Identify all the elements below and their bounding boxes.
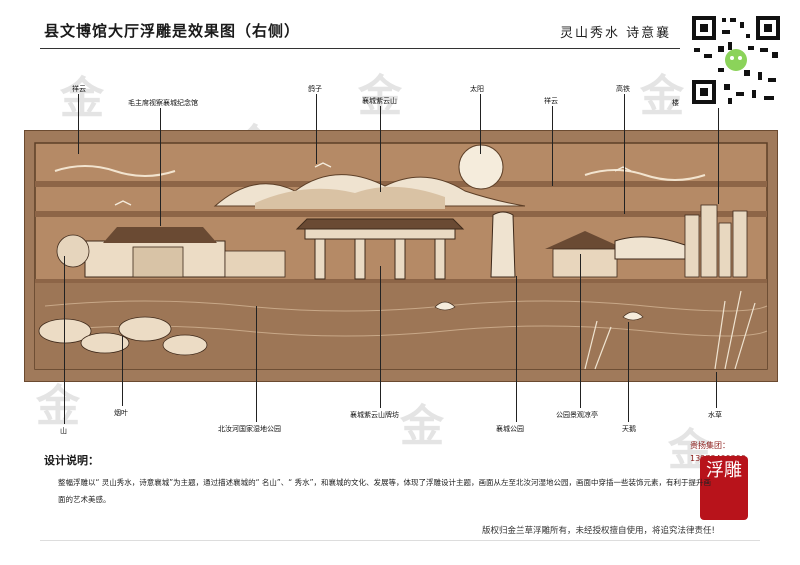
- leader-line: [516, 276, 517, 422]
- label-gaotie: 高铁: [616, 85, 630, 93]
- label-gezi: 鸽子: [308, 85, 322, 93]
- leader-line: [580, 254, 581, 408]
- contact-label: 贵扬集团：: [690, 441, 730, 450]
- leader-line: [78, 94, 79, 154]
- qr-code-icon: [688, 12, 784, 108]
- leader-line: [552, 106, 553, 186]
- design-heading: 设计说明：: [44, 454, 99, 467]
- page-title: 县文博馆大厅浮雕是效果图（右侧）: [44, 22, 301, 40]
- label-ziyunshan: 襄城紫云山: [362, 97, 397, 105]
- header-divider: [40, 48, 680, 49]
- watermark: 金: [36, 381, 80, 432]
- leader-line: [628, 322, 629, 422]
- label-xiangyun-left: 祥云: [72, 85, 86, 93]
- leader-line: [160, 108, 161, 226]
- label-wetland: 北汝河国家湿地公园: [218, 425, 281, 433]
- design-body: 整幅浮雕以“ 灵山秀水，诗意襄城”为主题，通过描述襄城的“ 名山”、“ 秀水”，…: [58, 478, 711, 504]
- leader-line: [624, 94, 625, 214]
- label-memorial: 毛主席视察襄城纪念馆: [128, 99, 198, 107]
- leader-line: [64, 256, 65, 424]
- label-liangting: 公园景观凉亭: [556, 411, 598, 419]
- leader-line: [480, 94, 481, 154]
- label-paifang: 襄城紫云山牌坊: [350, 411, 399, 419]
- label-xiangyun-right: 祥云: [544, 97, 558, 105]
- watermark: 金: [400, 401, 444, 452]
- label-gongyuan: 襄城公园: [496, 425, 524, 433]
- label-shan: 山: [60, 427, 67, 435]
- leader-line: [716, 372, 717, 408]
- leader-line: [316, 94, 317, 164]
- relief-panel: [24, 130, 778, 382]
- leader-line: [256, 306, 257, 422]
- leader-line: [380, 106, 381, 192]
- label-shuicao: 水草: [708, 411, 722, 419]
- label-taiyang: 太阳: [470, 85, 484, 93]
- label-louqun: 楼: [672, 99, 679, 107]
- page-subtitle: 灵山秀水 诗意襄: [560, 26, 672, 41]
- watermark: 金: [640, 71, 684, 122]
- leader-line: [380, 266, 381, 408]
- label-yanye: 烟叶: [114, 409, 128, 417]
- copyright-notice: 版权归金兰草浮雕所有，未经授权擅自使用，将追究法律责任!: [482, 526, 715, 536]
- leader-line: [718, 108, 719, 204]
- footer-divider: [40, 540, 760, 541]
- watermark: 金: [60, 73, 104, 124]
- label-tiane: 天鹅: [622, 425, 636, 433]
- leader-line: [122, 336, 123, 406]
- brand-seal: 浮雕: [700, 456, 748, 520]
